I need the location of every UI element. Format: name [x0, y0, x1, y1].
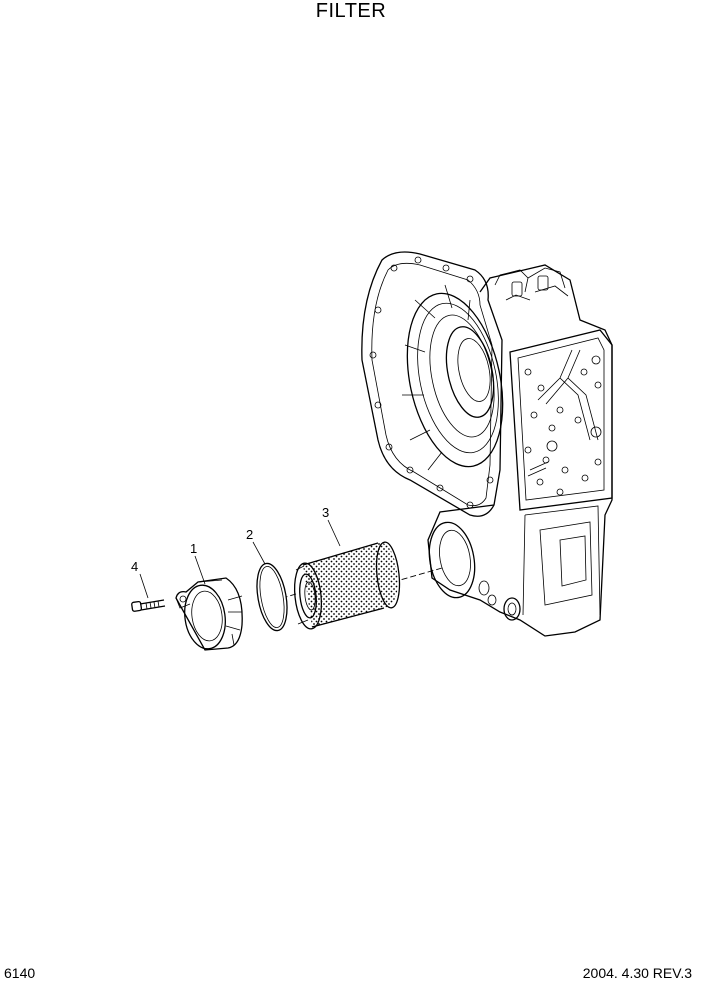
assembly-centerline — [399, 567, 443, 581]
leader-line-4 — [139, 573, 149, 599]
filter-element — [293, 541, 401, 630]
filter-cover — [175, 577, 243, 651]
transmission-housing — [361, 251, 613, 637]
page-code: 6140 — [4, 965, 36, 981]
leader-line-2 — [252, 541, 266, 565]
leader-line-1 — [194, 555, 206, 585]
bolt — [131, 599, 166, 612]
callout-3: 3 — [322, 505, 329, 520]
callout-4: 4 — [131, 559, 138, 574]
revision-date: 2004. 4.30 REV.3 — [582, 965, 692, 981]
callout-2: 2 — [246, 527, 253, 542]
callout-1: 1 — [190, 541, 197, 556]
o-ring — [256, 562, 288, 632]
page-title: FILTER — [315, 0, 387, 22]
leader-line-3 — [327, 519, 341, 547]
